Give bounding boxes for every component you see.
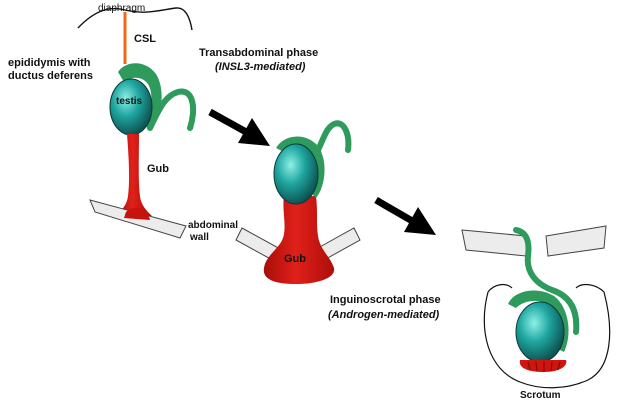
testis-3 <box>515 301 565 363</box>
gubernaculum-1 <box>116 134 152 216</box>
label-abdominal-wall-line1: abdominal <box>188 220 238 231</box>
scrotum-outline <box>483 283 611 389</box>
ductus-deferens-2 <box>315 120 352 153</box>
epididymis-2 <box>276 136 325 198</box>
arrow-1 <box>208 108 270 146</box>
label-scrotum: Scrotum <box>520 390 561 401</box>
label-testis: testis <box>116 96 143 107</box>
phase-transabdominal-subtitle: (INSL3-mediated) <box>215 61 306 73</box>
label-csl: CSL <box>134 33 156 45</box>
ductus-deferens-1 <box>147 88 197 131</box>
testis-2 <box>273 143 319 205</box>
abdominal-wall-3-left <box>461 229 527 257</box>
phase-transabdominal-title: Transabdominal phase <box>199 47 318 59</box>
abdominal-wall-3-right <box>545 225 607 257</box>
phase-inguinoscrotal-title: Inguinoscrotal phase <box>330 294 441 306</box>
arrow-2 <box>374 196 436 235</box>
gubernaculum-1-base <box>124 207 150 220</box>
label-diaphragm: diaphragm <box>98 3 145 14</box>
epididymis-3 <box>508 290 569 352</box>
label-epididymis-line2: ductus deferens <box>8 70 93 82</box>
label-gub-1: Gub <box>147 163 169 175</box>
gubernaculum-3-striations <box>527 361 561 372</box>
gubernaculum-3 <box>519 360 567 372</box>
diaphragm-line <box>77 7 193 31</box>
ductus-deferens-3 <box>513 227 580 335</box>
phase-inguinoscrotal-subtitle: (Androgen-mediated) <box>328 309 440 321</box>
testis-1 <box>109 78 153 136</box>
label-epididymis-line1: epididymis with <box>8 57 91 69</box>
label-gub-2: Gub <box>284 253 306 265</box>
label-abdominal-wall-line2: wall <box>189 232 209 243</box>
gubernaculum-2 <box>263 196 335 284</box>
